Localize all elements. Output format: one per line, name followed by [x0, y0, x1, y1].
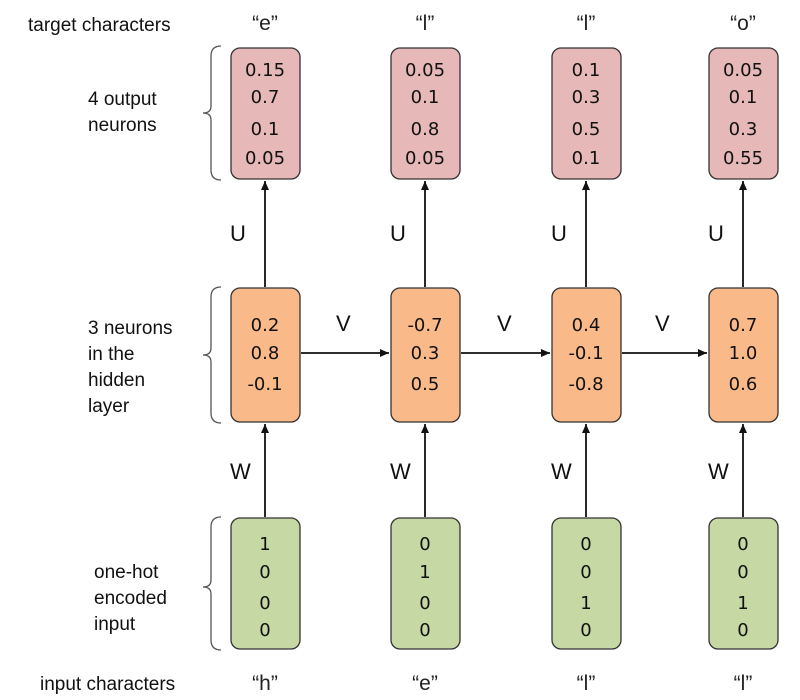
hidden-layer-label-line1: 3 neurons: [88, 318, 173, 339]
output-layer-brace: [202, 45, 222, 181]
w-weight-label: W: [551, 459, 572, 484]
output-value: 0.05: [405, 148, 445, 169]
hidden-value: -0.8: [568, 374, 603, 395]
output-value: 0.1: [251, 119, 280, 140]
target-characters-label: target characters: [28, 15, 171, 36]
hidden-value: 1.0: [729, 343, 758, 364]
input-neurons-box: [390, 517, 461, 650]
onehot-value: 0: [580, 620, 591, 641]
hidden-neurons-box: [708, 287, 779, 423]
timestep-column: “l” 0.1 0.3 0.5 0.1 U 0.4 -0.1 -0.8 W 0 …: [551, 12, 622, 695]
input-neurons-box: [230, 517, 301, 650]
output-value: 0.1: [411, 87, 440, 108]
input-characters-label: input characters: [40, 674, 175, 695]
hidden-value: 0.3: [411, 343, 440, 364]
output-value: 0.1: [572, 60, 601, 81]
onehot-value: 0: [580, 562, 591, 583]
hidden-neurons-box: [551, 287, 622, 423]
hidden-value: -0.7: [407, 315, 442, 336]
input-character: “l”: [577, 672, 596, 695]
onehot-value: 0: [259, 562, 270, 583]
hidden-value: 0.5: [411, 374, 440, 395]
output-neurons-box: [390, 47, 461, 180]
output-value: 0.1: [729, 87, 758, 108]
target-character: “o”: [730, 12, 756, 35]
onehot-value: 0: [419, 534, 430, 555]
onehot-value: 1: [737, 593, 748, 614]
output-value: 0.8: [411, 119, 440, 140]
target-character: “e”: [252, 12, 278, 35]
hidden-value: 0.2: [251, 315, 280, 336]
input-layer-brace: [202, 516, 222, 651]
onehot-value: 1: [419, 562, 430, 583]
output-value: 0.5: [572, 119, 601, 140]
output-value: 0.05: [405, 60, 445, 81]
v-weight-label: V: [497, 311, 512, 336]
onehot-value: 0: [259, 593, 270, 614]
onehot-value: 0: [259, 620, 270, 641]
u-weight-label: U: [708, 221, 724, 246]
target-character: “l”: [416, 12, 435, 35]
onehot-value: 0: [419, 593, 430, 614]
output-layer-label-line2: neurons: [88, 115, 157, 136]
hidden-value: 0.8: [251, 343, 280, 364]
onehot-value: 0: [737, 534, 748, 555]
output-value: 0.3: [729, 119, 758, 140]
output-value: 0.3: [572, 87, 601, 108]
input-character: “h”: [252, 672, 278, 695]
input-character: “l”: [734, 672, 753, 695]
hidden-value: 0.4: [572, 315, 601, 336]
timestep-column: “l” 0.05 0.1 0.8 0.05 U -0.7 0.3 0.5 W 0…: [390, 12, 461, 695]
hidden-layer-label-line4: layer: [88, 396, 130, 417]
timestep-column: “e” 0.15 0.7 0.1 0.05 U 0.2 0.8 -0.1 W 1…: [230, 12, 301, 695]
output-value: 0.55: [723, 148, 763, 169]
output-value: 0.1: [572, 148, 601, 169]
output-neurons-box: [708, 47, 779, 180]
onehot-value: 0: [419, 620, 430, 641]
hidden-neurons-box: [390, 287, 461, 423]
w-weight-label: W: [708, 459, 729, 484]
onehot-value: 0: [737, 620, 748, 641]
output-value: 0.05: [245, 148, 285, 169]
hidden-layer-label-line2: in the: [88, 344, 134, 365]
onehot-value: 0: [737, 562, 748, 583]
input-neurons-box: [551, 517, 622, 650]
onehot-value: 1: [580, 593, 591, 614]
hidden-layer-brace: [202, 286, 222, 424]
output-layer-label-line1: 4 output: [88, 89, 157, 110]
output-value: 0.7: [251, 87, 280, 108]
input-neurons-box: [708, 517, 779, 650]
hidden-neurons-box: [230, 287, 301, 423]
output-neurons-box: [551, 47, 622, 180]
output-value: 0.05: [723, 60, 763, 81]
w-weight-label: W: [390, 459, 411, 484]
input-layer-label-line1: one-hot: [94, 562, 159, 583]
u-weight-label: U: [390, 221, 406, 246]
u-weight-label: U: [551, 221, 567, 246]
output-value: 0.15: [245, 60, 285, 81]
v-weight-label: V: [336, 311, 351, 336]
v-weight-label: V: [655, 311, 670, 336]
onehot-value: 1: [259, 534, 270, 555]
hidden-layer-label-line3: hidden: [88, 370, 145, 391]
input-character: “e”: [412, 672, 438, 695]
w-weight-label: W: [230, 459, 251, 484]
output-neurons-box: [230, 47, 301, 180]
hidden-value: 0.7: [729, 315, 758, 336]
u-weight-label: U: [230, 221, 246, 246]
timestep-column: “o” 0.05 0.1 0.3 0.55 U 0.7 1.0 0.6 W 0 …: [708, 12, 779, 695]
onehot-value: 0: [580, 534, 591, 555]
hidden-value: 0.6: [729, 374, 758, 395]
input-layer-label-line3: input: [94, 614, 136, 635]
target-character: “l”: [577, 12, 596, 35]
input-layer-label-line2: encoded: [94, 588, 167, 609]
hidden-value: -0.1: [247, 374, 282, 395]
hidden-value: -0.1: [568, 343, 603, 364]
